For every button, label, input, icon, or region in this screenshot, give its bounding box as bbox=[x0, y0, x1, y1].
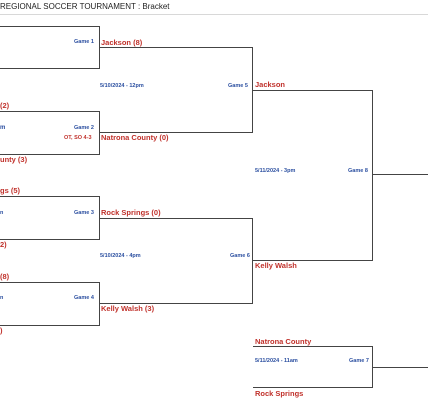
game-7-top-team[interactable]: Natrona County bbox=[255, 337, 312, 346]
game-8-date: 5/11/2024 - 3pm bbox=[255, 168, 296, 174]
game-7-top-line bbox=[253, 346, 373, 347]
game-5-winner[interactable]: Jackson bbox=[255, 80, 286, 89]
game-2-right-line bbox=[99, 111, 100, 155]
game-6-right-line bbox=[252, 218, 253, 304]
game-1-right-line bbox=[99, 26, 100, 69]
game-3-bottom-line bbox=[0, 239, 100, 240]
game-1-top-line bbox=[0, 26, 100, 27]
game-2-left-bottom-team[interactable]: unty (3) bbox=[0, 155, 28, 164]
game-6-top-line bbox=[100, 218, 252, 219]
game-2-bottom-line bbox=[0, 154, 100, 155]
game-3-winner[interactable]: Rock Springs (0) bbox=[101, 208, 161, 217]
game-7-label[interactable]: Game 7 bbox=[349, 358, 369, 364]
game-4-left-top-team[interactable]: (8) bbox=[0, 272, 10, 281]
game-3-label[interactable]: Game 3 bbox=[74, 210, 94, 216]
game-4-winner[interactable]: Kelly Walsh (3) bbox=[101, 304, 155, 313]
game-7-date: 5/11/2024 - 11am bbox=[255, 358, 298, 364]
game-5-bottom-line bbox=[100, 132, 253, 133]
game-2-left-top-team[interactable]: m bbox=[0, 125, 6, 131]
page-title: REGIONAL SOCCER TOURNAMENT : Bracket bbox=[0, 0, 428, 15]
game-4-bottom-line bbox=[0, 325, 100, 326]
game-5-date: 5/10/2024 - 12pm bbox=[100, 83, 144, 89]
game-8-bottom-line bbox=[253, 260, 373, 261]
game-1-label[interactable]: Game 1 bbox=[74, 39, 94, 45]
game-3-left-bottom-team[interactable]: 2) bbox=[0, 240, 7, 249]
game-7-bottom-line bbox=[253, 387, 373, 388]
game-3-right-line bbox=[99, 196, 100, 240]
game-6-date: 5/10/2024 - 4pm bbox=[100, 253, 141, 259]
game-2-note: OT, SO 4-3 bbox=[64, 135, 92, 141]
game-8-top-line bbox=[253, 90, 373, 91]
game-4-left-mark: n bbox=[0, 295, 4, 301]
game-2-winner[interactable]: Natrona County (0) bbox=[101, 133, 169, 142]
game-5-top-line bbox=[100, 47, 252, 48]
game-2-top-line bbox=[0, 111, 100, 112]
game-2-label[interactable]: Game 2 bbox=[74, 125, 94, 131]
game-3-top-line bbox=[0, 196, 100, 197]
game-4-top-line bbox=[0, 282, 100, 283]
game-5-right-line bbox=[252, 47, 253, 132]
game-7-bottom-team[interactable]: Rock Springs bbox=[255, 389, 304, 398]
game-3-left-mark: n bbox=[0, 210, 4, 216]
game-3-left-top-team[interactable]: gs (5) bbox=[0, 186, 21, 195]
game-8-output-line bbox=[373, 174, 428, 175]
game-4-label[interactable]: Game 4 bbox=[74, 295, 94, 301]
game-4-right-line bbox=[99, 282, 100, 326]
game-4-left-bottom-team[interactable]: ) bbox=[0, 326, 3, 335]
game-8-right-line bbox=[372, 90, 373, 260]
game-8-label[interactable]: Game 8 bbox=[348, 168, 368, 174]
game-1-winner[interactable]: Jackson (8) bbox=[101, 38, 143, 47]
game-1-left-bottom-team[interactable]: (2) bbox=[0, 101, 10, 110]
game-6-winner[interactable]: Kelly Walsh bbox=[255, 261, 297, 270]
game-6-label[interactable]: Game 6 bbox=[230, 253, 250, 259]
game-5-label[interactable]: Game 5 bbox=[228, 83, 248, 89]
game-7-right-line bbox=[372, 346, 373, 388]
game-7-output-line bbox=[373, 367, 428, 368]
game-1-bottom-line bbox=[0, 68, 100, 69]
game-6-bottom-line bbox=[100, 303, 253, 304]
